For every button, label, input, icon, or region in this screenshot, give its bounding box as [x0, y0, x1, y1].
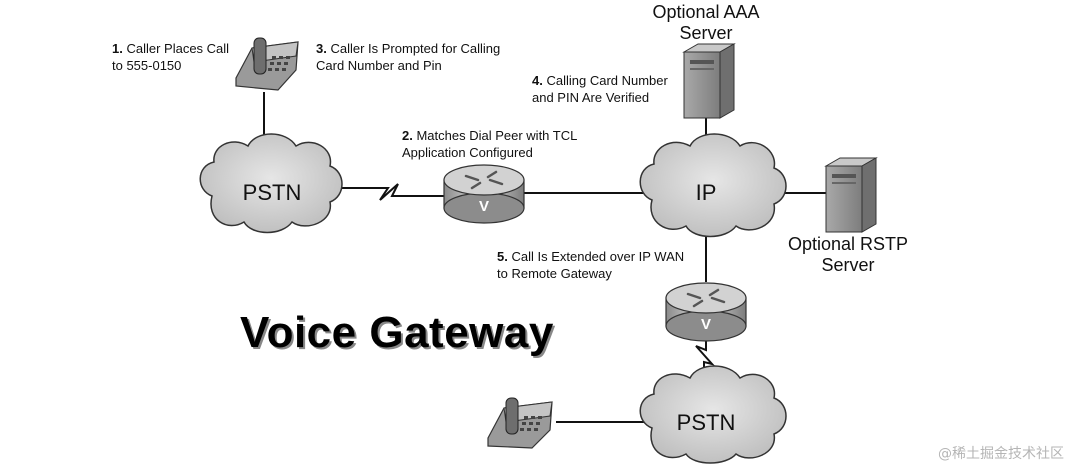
aaa-server-label: Optional AAA Server — [652, 2, 760, 43]
pstn-to-router-serial-link — [334, 183, 448, 201]
ip-cloud — [639, 133, 787, 238]
pstn-cloud-top — [199, 133, 343, 234]
watermark: @稀土掘金技术社区 — [938, 446, 1064, 462]
telephone-icon — [487, 397, 553, 449]
step-1-label: 1. Caller Places Call to 555-0150 — [112, 41, 230, 73]
rstp-server-label: Optional RSTP Server — [787, 234, 909, 275]
telephone-icon — [235, 37, 299, 91]
step-2-label: 2. Matches Dial Peer with TCL Applicatio… — [402, 128, 578, 160]
step-5-label: 5. Call Is Extended over IP WAN to Remot… — [497, 249, 685, 281]
router-v-label: V — [700, 316, 711, 333]
step-3-label: 3. Caller Is Prompted for Calling Card N… — [316, 41, 501, 73]
ip-cloud-label: IP — [695, 180, 717, 205]
voice-gateway-router-icon — [665, 282, 747, 342]
pstn-cloud-bottom — [639, 365, 787, 464]
diagram-title: Voice Gateway — [240, 308, 554, 357]
step-4-label: 4. Calling Card Number and PIN Are Verif… — [532, 73, 668, 105]
router-v-label: V — [478, 198, 489, 215]
router-to-pstn-serial-link — [695, 340, 715, 382]
pstn-top-label: PSTN — [242, 180, 302, 205]
voice-gateway-router-icon — [443, 164, 525, 224]
rstp-server-icon — [824, 157, 878, 233]
pstn-bottom-label: PSTN — [676, 410, 736, 435]
aaa-server-icon — [682, 43, 736, 119]
